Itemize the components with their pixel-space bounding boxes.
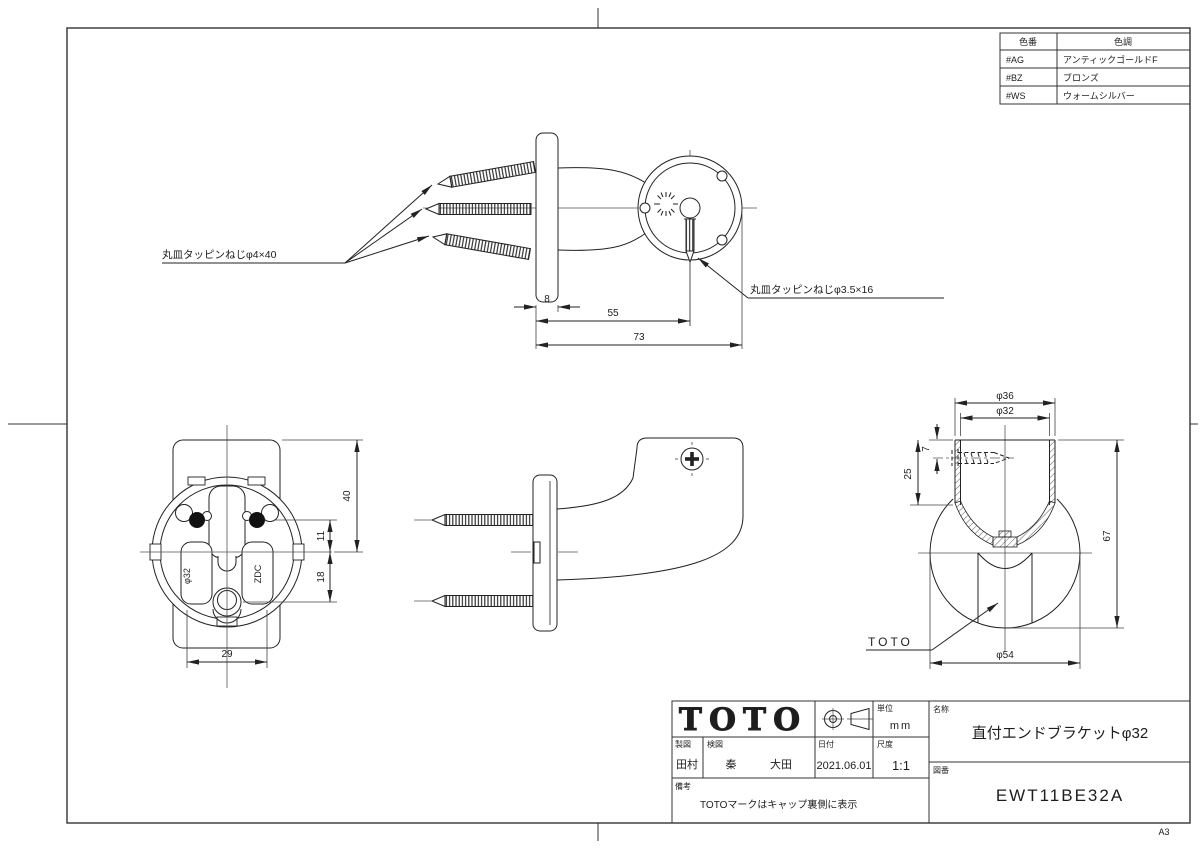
dim-11: 11 <box>316 530 327 541</box>
drafter-label: 製図 <box>675 739 691 749</box>
color-code-bz: #BZ <box>1006 73 1023 83</box>
brand-callout-label: TOTO <box>868 635 913 649</box>
remarks-label: 備考 <box>675 781 691 791</box>
checker-value-1: 秦 <box>726 757 737 771</box>
dim-67: 67 <box>1102 530 1113 542</box>
dim-29: 29 <box>221 649 233 660</box>
dim-7: 7 <box>921 446 932 452</box>
dim-25: 25 <box>903 468 914 480</box>
slot-right <box>241 541 274 605</box>
sheet-format-label: A3 <box>1158 827 1169 837</box>
cap-screw-top <box>684 218 696 264</box>
sheet-frame <box>8 8 1198 841</box>
drafter-value: 田村 <box>676 757 698 771</box>
bore-text: φ32 <box>182 568 192 584</box>
color-table-header-code: 色番 <box>1019 36 1037 47</box>
toto-logo: TOTO <box>679 702 807 738</box>
unit-value: mm <box>890 720 912 732</box>
color-tone-ag: アンティックゴールドF <box>1063 54 1158 65</box>
socket-ring-top <box>637 155 743 261</box>
material-text: ZDC <box>253 564 263 583</box>
cap-screw-label: 丸皿タッピンねじφ3.5×16 <box>750 283 873 296</box>
wall-screw-label: 丸皿タッピンねじφ4×40 <box>162 248 277 261</box>
color-table-header-tone: 色調 <box>1114 36 1132 47</box>
title-block: TOTO 単位 mm 製図 田村 検図 秦 大田 日付 2021.06.01 尺… <box>671 700 1191 824</box>
front-view: φ32 ZDC 40 11 18 29 <box>140 425 363 688</box>
socket-walls <box>954 439 1056 548</box>
date-value: 2021.06.01 <box>816 760 871 772</box>
color-tone-bz: ブロンズ <box>1063 72 1099 83</box>
dim-cap-dia: φ54 <box>996 650 1014 661</box>
dim-40: 40 <box>342 490 353 502</box>
dim-inner-dia: φ32 <box>996 406 1014 417</box>
section-view: φ36 φ32 7 25 67 φ54 TOTO <box>866 391 1124 669</box>
wall-plate-top <box>535 132 559 303</box>
part-name-label: 名称 <box>933 704 949 714</box>
dim-plate-thickness: 8 <box>544 294 550 305</box>
cap-section-outline <box>929 498 1081 629</box>
toto-mark-starburst <box>654 192 678 216</box>
side-view <box>414 437 744 632</box>
dim-outer-dia: φ36 <box>996 391 1014 402</box>
date-label: 日付 <box>818 739 834 749</box>
part-number-value: EWT11BE32A <box>996 786 1124 805</box>
anchor-screw-left <box>175 504 212 528</box>
plate-key-slot <box>533 541 541 564</box>
checker-label: 検図 <box>707 739 723 749</box>
dim-center-55: 55 <box>607 308 619 319</box>
wall-screw-2 <box>424 202 532 216</box>
cap-interior <box>977 552 1033 623</box>
wall-screw-1 <box>436 160 537 188</box>
slot-left <box>180 541 213 605</box>
bracket-arm-top <box>557 167 647 251</box>
scale-label: 尺度 <box>877 739 893 749</box>
color-tone-ws: ウォームシルバー <box>1063 91 1135 101</box>
wall-plate-side <box>532 474 558 632</box>
side-screw-lower <box>430 594 534 608</box>
dim-18: 18 <box>316 571 327 583</box>
scale-value: 1:1 <box>892 758 910 773</box>
checker-value-2: 大田 <box>770 757 792 771</box>
part-name-value: 直付エンドブラケットφ32 <box>972 724 1148 742</box>
color-table: 色番 色調 #AG アンティックゴールドF #BZ ブロンズ #WS ウォームシ… <box>999 32 1191 105</box>
unit-label: 単位 <box>877 703 893 713</box>
remarks-value: TOTOマークはキャップ裏側に表示 <box>700 798 857 811</box>
projection-symbol-icon <box>822 707 873 731</box>
bracket-arm-side <box>556 437 744 581</box>
color-code-ag: #AG <box>1006 55 1024 65</box>
phillips-screw-head <box>675 442 709 476</box>
part-number-label: 図番 <box>933 765 949 775</box>
top-view: 丸皿タッピンねじφ4×40 丸皿タッピンねじφ3.5×16 8 55 73 <box>162 132 944 349</box>
dim-total-73: 73 <box>633 332 645 343</box>
anchor-screw-right <box>242 504 279 528</box>
side-screw-upper <box>430 513 534 527</box>
wall-screw-3 <box>431 233 532 261</box>
color-code-ws: #WS <box>1006 91 1026 101</box>
